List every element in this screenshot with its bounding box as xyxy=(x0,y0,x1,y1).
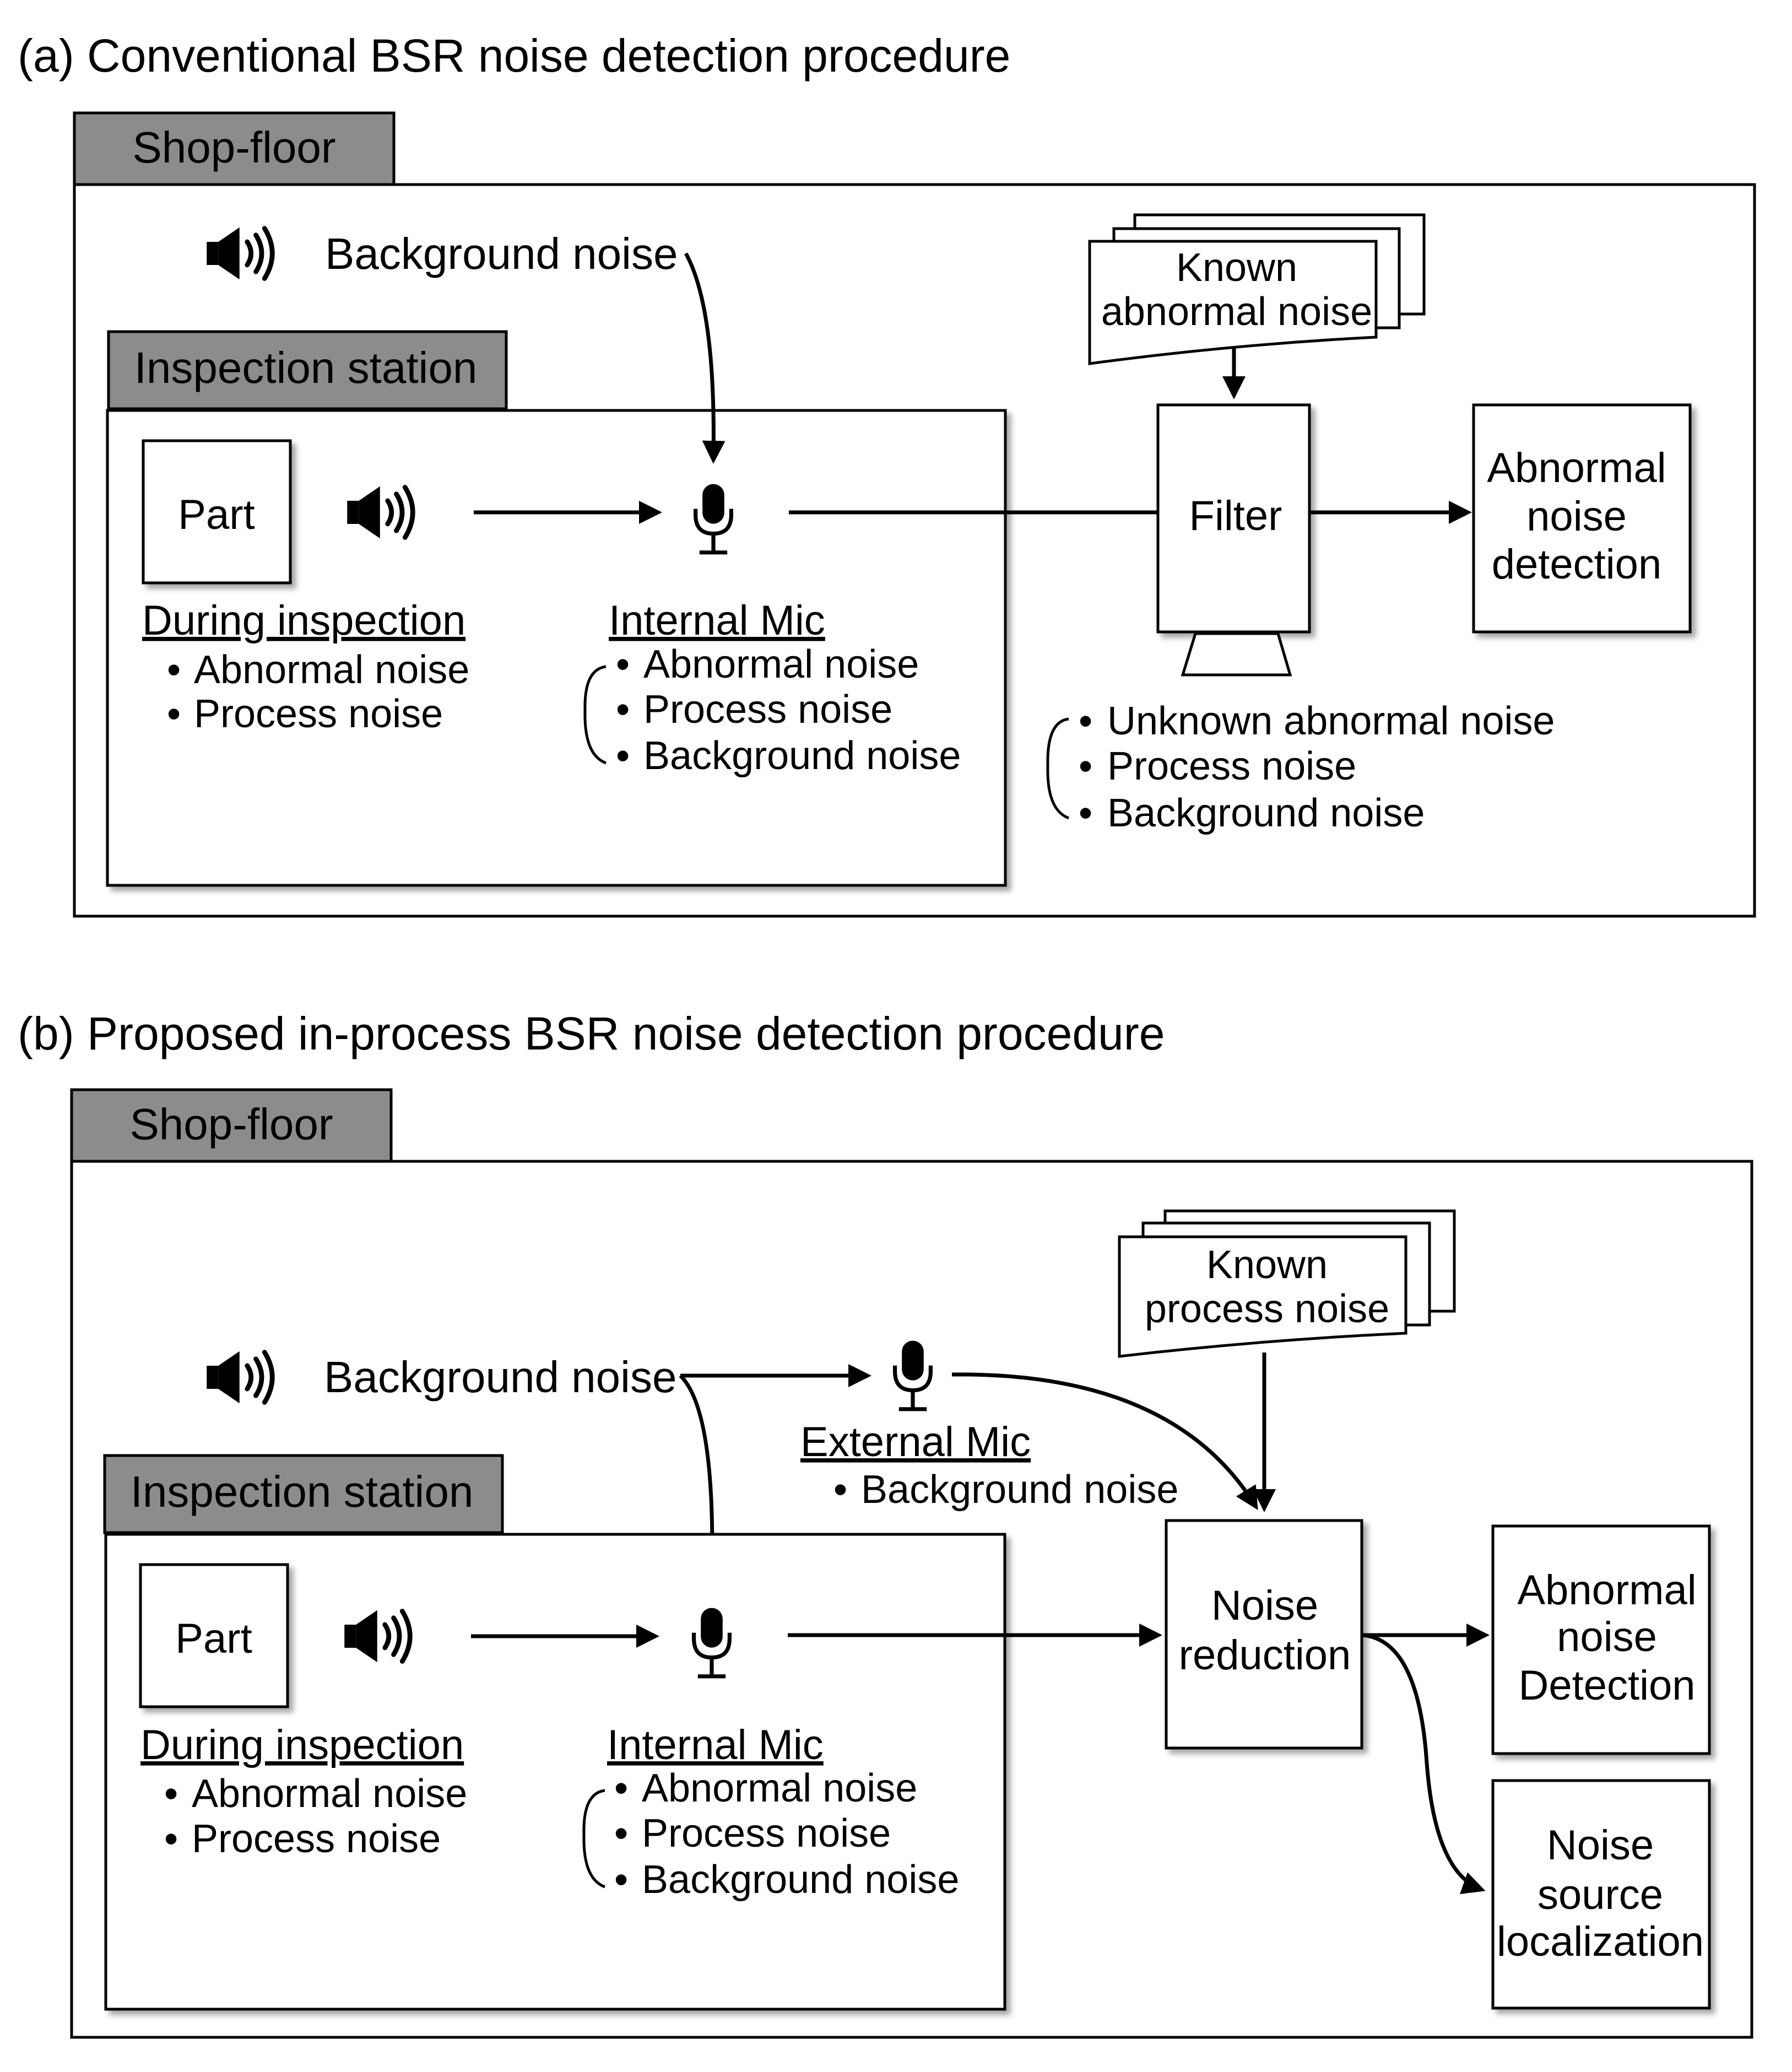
panel-a: (a) Conventional BSR noise detection pro… xyxy=(18,30,1756,918)
detection-box-line: Detection xyxy=(1518,1662,1695,1709)
arrow-external-mic-to-noise-reduction xyxy=(951,1372,1258,1510)
internal-mic-heading-b: Internal Mic xyxy=(607,1722,824,1768)
arrow-background-to-mic-a xyxy=(684,252,726,464)
filter-box xyxy=(1156,403,1311,634)
internal-mic-heading-a: Internal Mic xyxy=(609,597,825,644)
internal-mic-item-b: Process noise xyxy=(642,1811,891,1855)
brace-b xyxy=(582,1789,605,1889)
panel-b: (b) Proposed in-process BSR noise detect… xyxy=(18,1008,1753,2039)
detection-box-line: Abnormal xyxy=(1517,1567,1696,1614)
document-stack-icon xyxy=(1118,1209,1456,1358)
result-box-line-a: Abnormal xyxy=(1487,445,1666,491)
svg-text:•: • xyxy=(1079,744,1092,788)
during-inspection-item-b: Process noise xyxy=(192,1817,441,1861)
svg-text:•: • xyxy=(167,648,181,692)
result-box-line-a: noise xyxy=(1526,493,1627,540)
during-inspection-item-b: Abnormal noise xyxy=(192,1772,467,1816)
svg-text:•: • xyxy=(833,1468,847,1512)
part-box-a xyxy=(142,439,292,585)
svg-text:•: • xyxy=(616,642,630,686)
inspection-station-label-b: Inspection station xyxy=(131,1467,474,1516)
internal-mic-item-a: Background noise xyxy=(643,734,961,778)
filter-output-item: Process noise xyxy=(1107,744,1356,788)
panel-a-title: (a) Conventional BSR noise detection pro… xyxy=(18,30,1010,82)
brace-a xyxy=(583,665,607,765)
result-box-line-a: detection xyxy=(1492,541,1661,588)
background-noise-label-a: Background noise xyxy=(325,229,678,278)
speaker-icon xyxy=(207,1351,272,1404)
svg-text:•: • xyxy=(164,1817,178,1861)
svg-text:•: • xyxy=(614,1858,628,1902)
part-label-a: Part xyxy=(178,491,255,538)
shop-floor-frame-b xyxy=(70,1160,1753,2039)
during-inspection-item-a: Process noise xyxy=(194,692,443,736)
known-noise-doc-line-b: Known xyxy=(1206,1243,1328,1287)
internal-mic-item-b: Background noise xyxy=(642,1858,959,1902)
localization-box-line: localization xyxy=(1497,1918,1704,1965)
svg-text:•: • xyxy=(614,1766,628,1810)
microphone-icon xyxy=(895,1341,931,1409)
noise-source-localization-box xyxy=(1491,1779,1711,2010)
noise-reduction-line: reduction xyxy=(1179,1632,1351,1679)
shop-floor-tab-b xyxy=(70,1088,393,1163)
arrow-noise-reduction-to-localization xyxy=(1361,1633,1486,1895)
abnormal-noise-detection-box-b xyxy=(1491,1524,1711,1755)
filter-label: Filter xyxy=(1189,493,1282,539)
internal-mic-item-b: Abnormal noise xyxy=(642,1766,917,1810)
part-label-b: Part xyxy=(175,1615,252,1662)
filter-output-item: Unknown abnormal noise xyxy=(1107,699,1555,743)
during-inspection-heading-a: During inspection xyxy=(142,597,465,644)
svg-text:•: • xyxy=(167,692,181,736)
part-box-b xyxy=(139,1563,289,1708)
abnormal-noise-detection-box xyxy=(1472,403,1692,634)
known-noise-doc-line-b: process noise xyxy=(1145,1287,1389,1331)
svg-text:•: • xyxy=(616,734,630,778)
inspection-station-tab-a xyxy=(107,330,508,410)
inspection-station-tab-b xyxy=(103,1454,504,1534)
internal-mic-item-a: Process noise xyxy=(643,688,892,732)
svg-text:•: • xyxy=(164,1772,178,1816)
inspection-station-label-a: Inspection station xyxy=(134,343,478,392)
detection-box-line: noise xyxy=(1557,1614,1657,1660)
shop-floor-frame-a xyxy=(73,183,1756,918)
shop-floor-tab-a xyxy=(73,111,396,186)
speaker-icon xyxy=(207,228,272,280)
panel-b-title: (b) Proposed in-process BSR noise detect… xyxy=(18,1008,1165,1059)
brace-filter-output xyxy=(1046,717,1069,820)
external-mic-heading: External Mic xyxy=(800,1419,1031,1465)
filter-output-item: Background noise xyxy=(1107,791,1425,835)
filter-stand xyxy=(1181,632,1292,677)
shop-floor-label-b: Shop-floor xyxy=(129,1100,333,1149)
svg-text:•: • xyxy=(1079,791,1092,835)
noise-reduction-line: Noise xyxy=(1211,1582,1318,1629)
known-noise-doc-line-a: Known xyxy=(1176,246,1297,290)
svg-text:•: • xyxy=(614,1811,628,1855)
svg-text:•: • xyxy=(616,688,630,732)
noise-reduction-box xyxy=(1165,1519,1363,1750)
known-noise-doc-line-a: abnormal noise xyxy=(1101,290,1372,334)
background-noise-label-b: Background noise xyxy=(324,1353,676,1402)
internal-mic-item-a: Abnormal noise xyxy=(643,642,919,686)
shop-floor-label-a: Shop-floor xyxy=(132,123,335,172)
svg-text:•: • xyxy=(1079,699,1092,743)
during-inspection-item-a: Abnormal noise xyxy=(194,648,469,692)
during-inspection-heading-b: During inspection xyxy=(140,1722,464,1768)
external-mic-item: Background noise xyxy=(861,1468,1178,1512)
localization-box-line: Noise xyxy=(1547,1822,1654,1869)
document-stack-icon xyxy=(1088,213,1426,365)
localization-box-line: source xyxy=(1537,1871,1663,1918)
